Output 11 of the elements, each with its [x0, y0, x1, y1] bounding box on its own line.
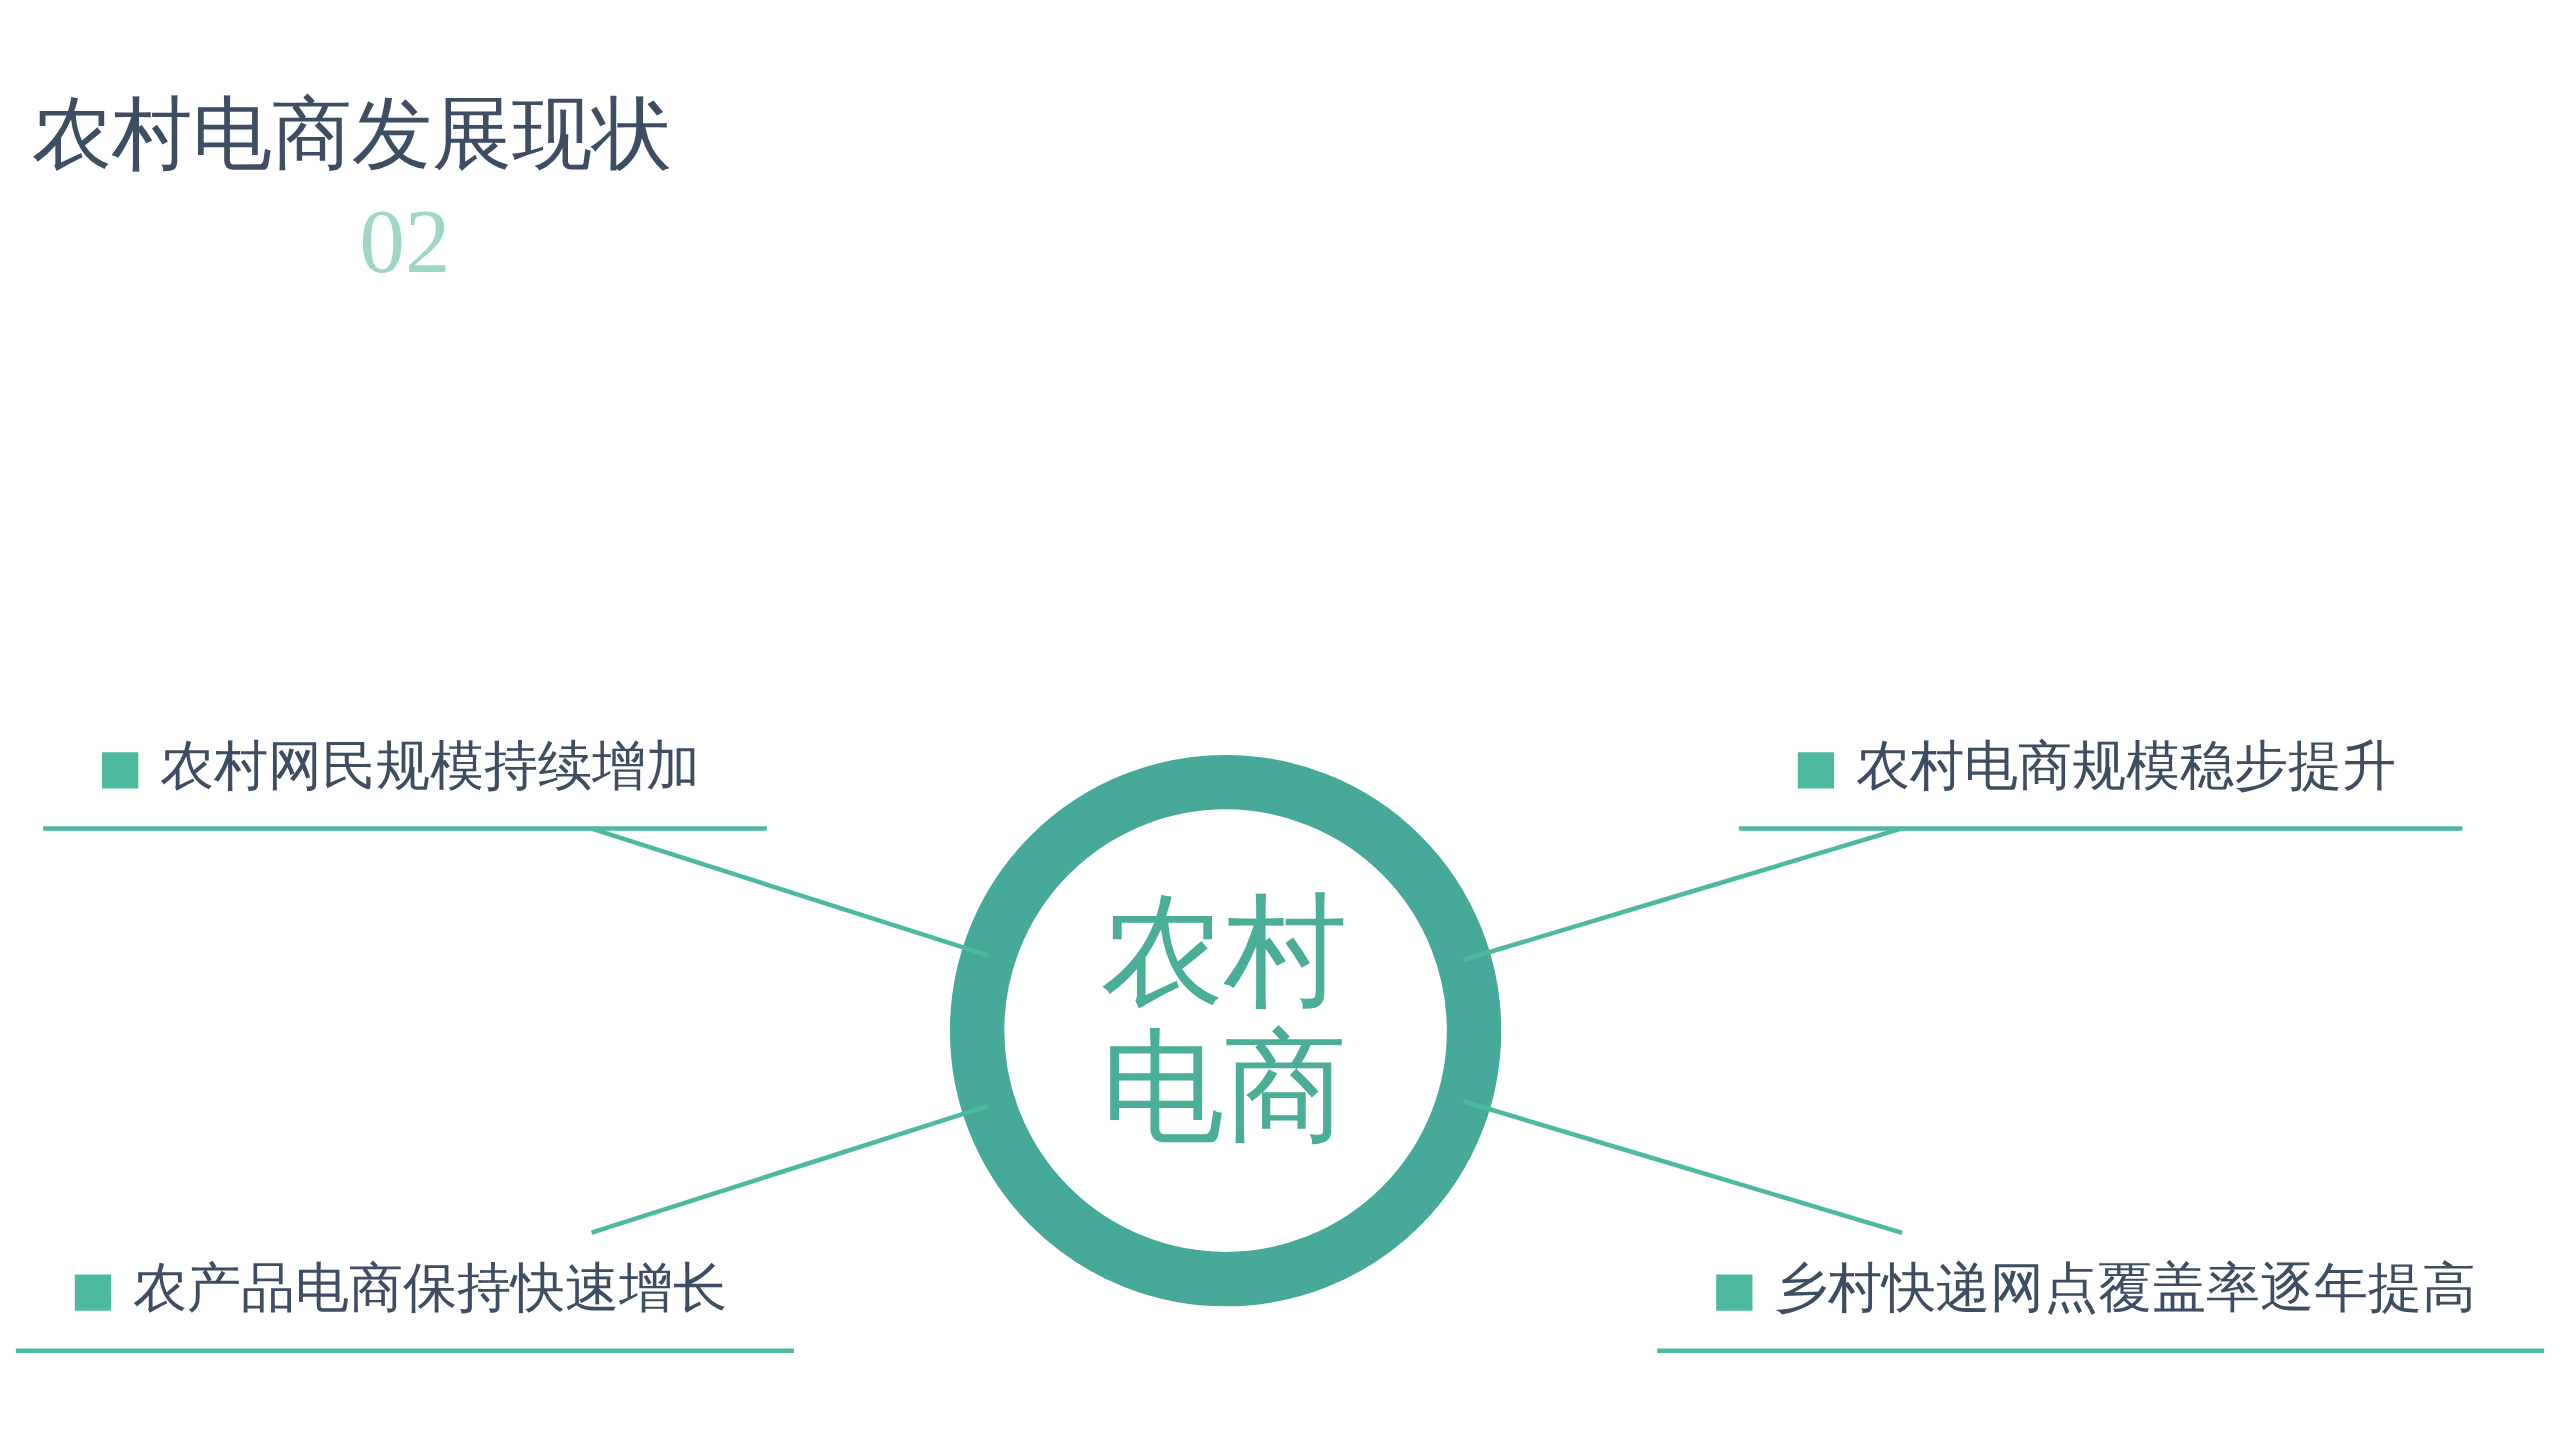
connector — [1463, 825, 1903, 962]
node-label: 农村电商规模稳步提升 — [1855, 733, 2396, 797]
diagram-title: 农村电商发展现状 — [32, 86, 673, 180]
label: 02 — [359, 190, 451, 292]
connector — [590, 1103, 989, 1235]
connector — [1463, 1098, 1903, 1235]
connector — [590, 825, 989, 958]
node-circle: 农村电商 — [949, 754, 1502, 1306]
node-label: 农产品电商保持快速增长 — [132, 1255, 727, 1319]
node-label: 农村网民规模持续增加 — [160, 733, 701, 797]
node-label: 乡村快递网点覆盖率逐年提高 — [1774, 1255, 2477, 1319]
